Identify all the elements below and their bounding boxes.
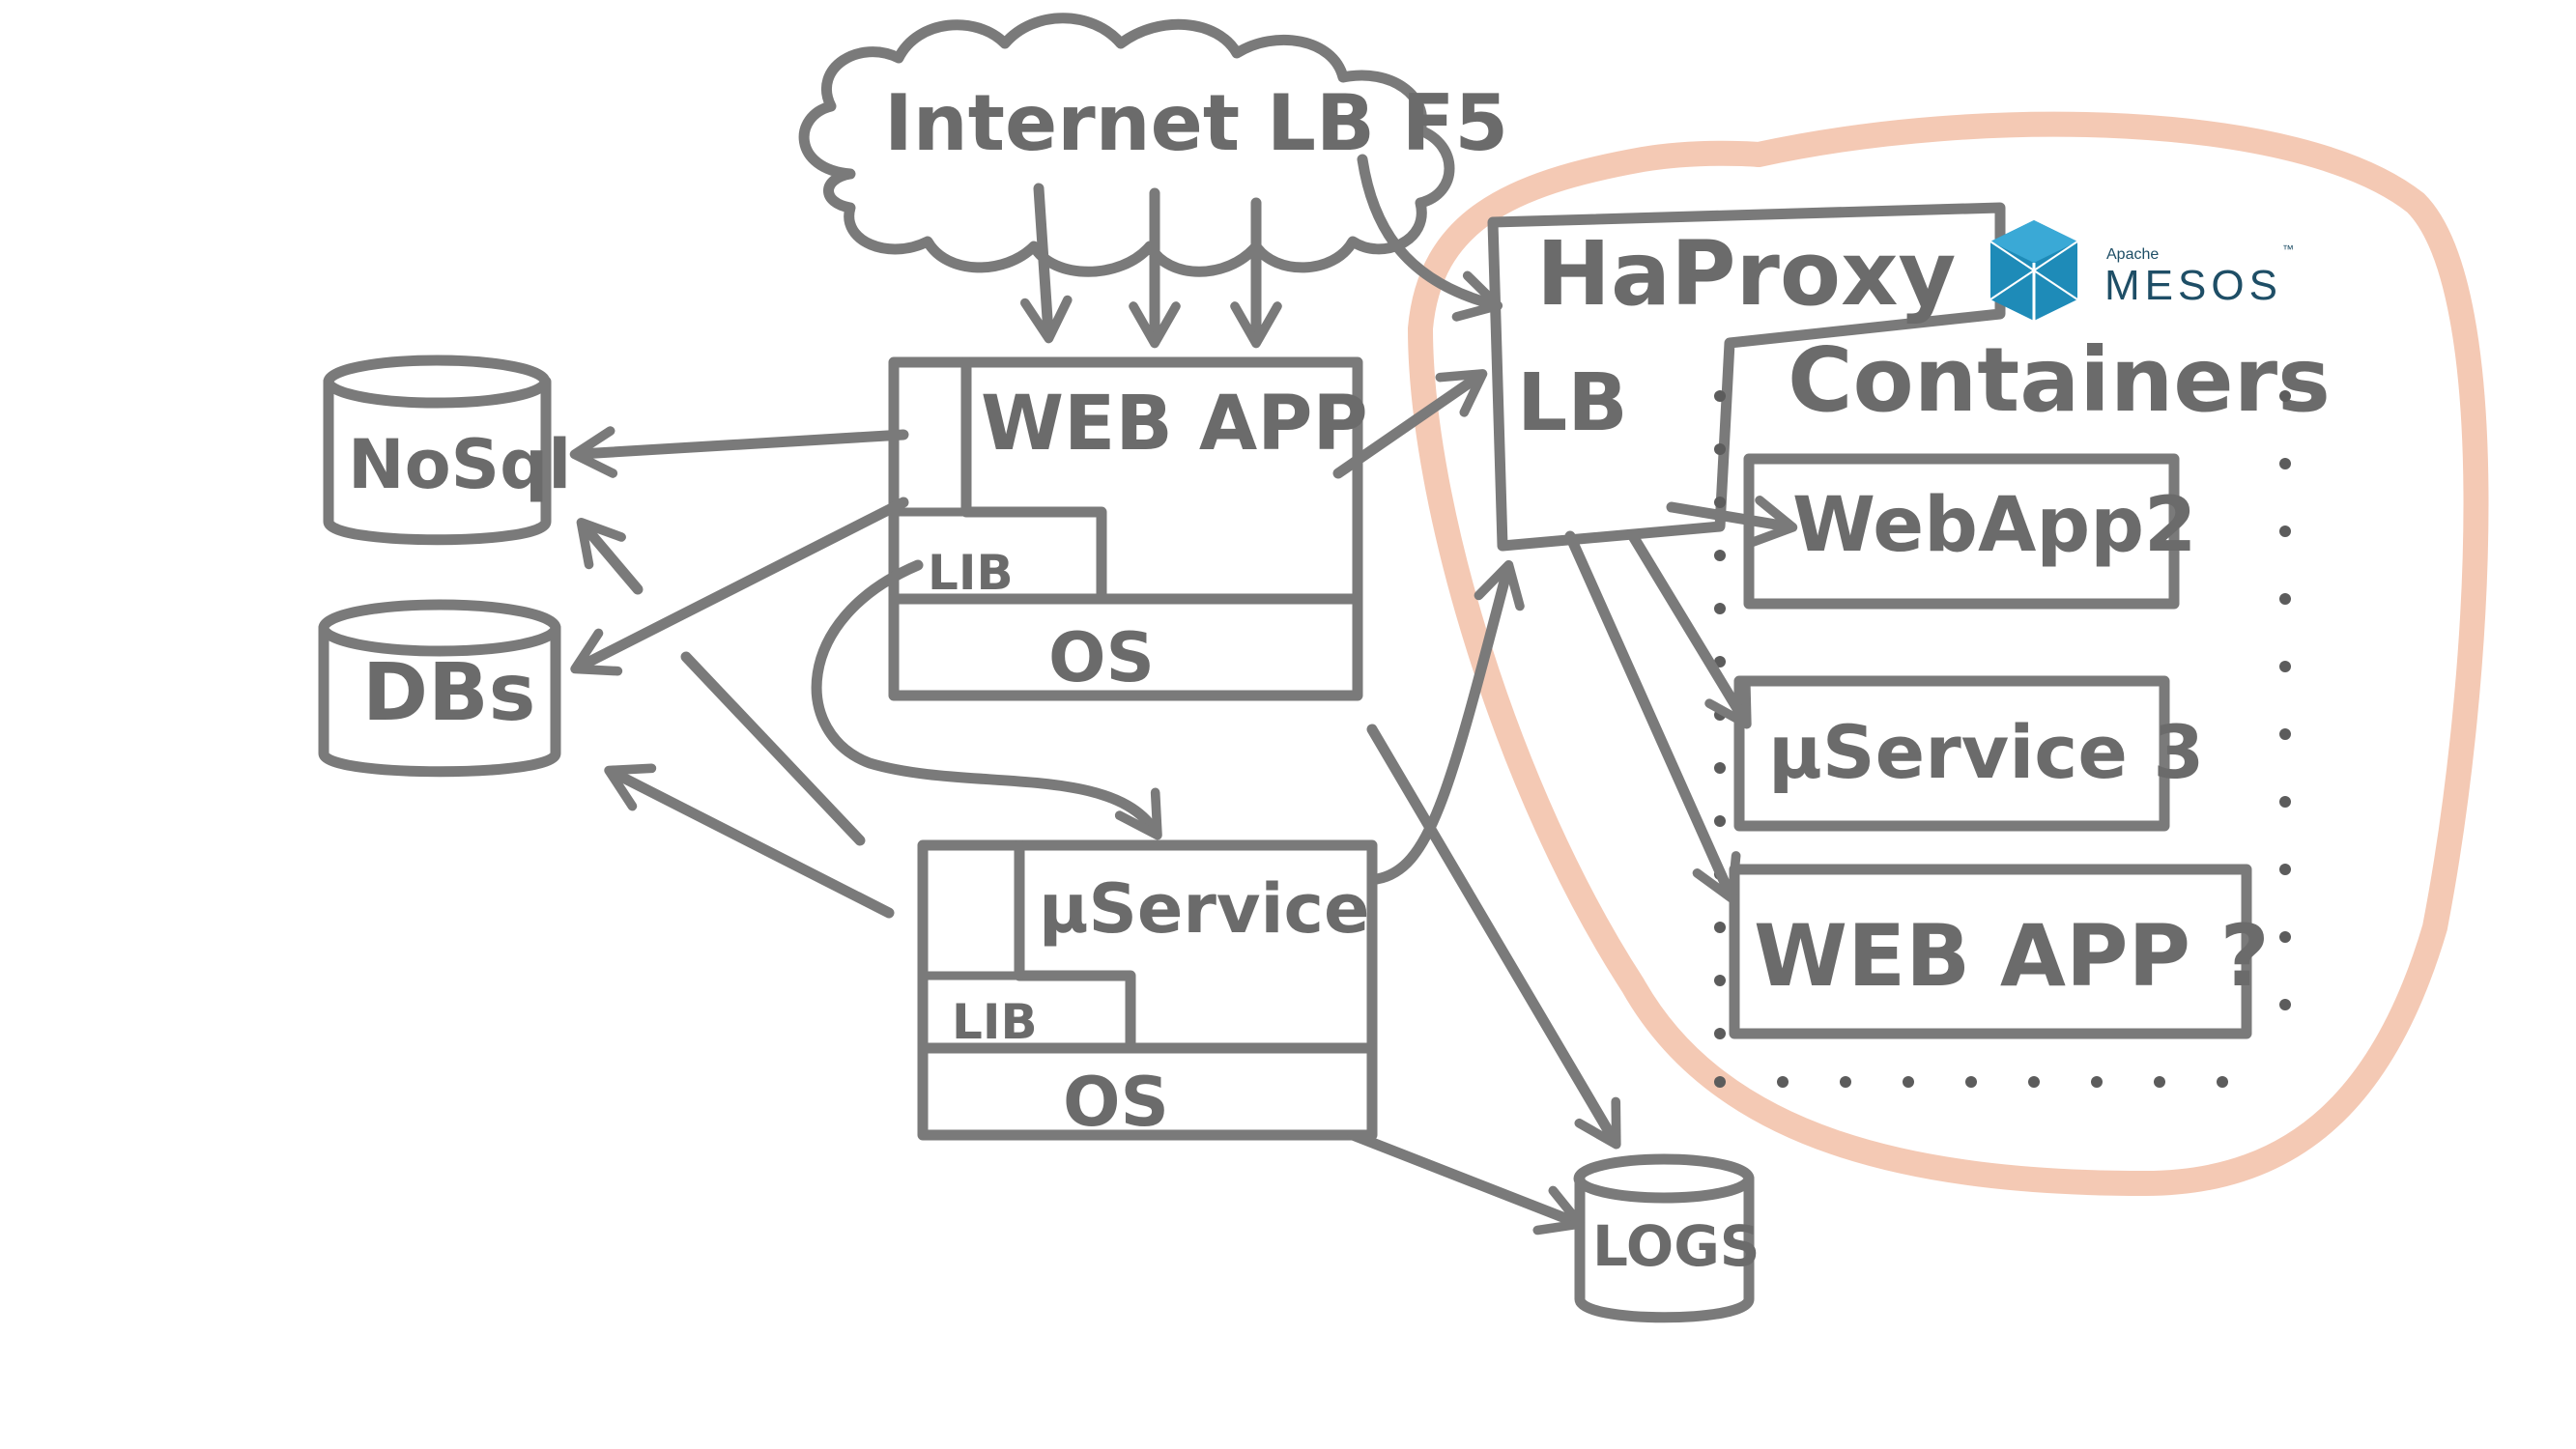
webapp-box: WEB APP LIB OS (888, 356, 1368, 701)
mesos-highlight-loop (1407, 111, 2489, 1197)
microservice-title: µService (1039, 869, 1370, 949)
dbs-store: DBs (318, 599, 561, 778)
container-item-webapp2: WebApp2 (1792, 482, 2196, 569)
boundary-dot (2279, 593, 2291, 605)
connection-arrows (569, 369, 1621, 1236)
boundary-dot (2279, 999, 2291, 1010)
webapp-lib: LIB (928, 545, 1014, 601)
container-microservice3: µService 3 (1733, 675, 2204, 832)
container-item-microservice3: µService 3 (1768, 709, 2204, 795)
boundary-dot (2279, 526, 2291, 537)
boundary-dot (2028, 1076, 2040, 1088)
nosql-label: NoSql (348, 425, 571, 504)
boundary-dot (1714, 656, 1726, 668)
boundary-dot (2091, 1076, 2103, 1088)
cloud-label: Internet LB F5 (884, 78, 1508, 168)
boundary-dot (2279, 931, 2291, 943)
mesos-apache: Apache (2106, 246, 2159, 263)
mesos-hexagon-icon (1989, 220, 2078, 321)
boundary-dot (1714, 390, 1726, 402)
microservice-box: µService LIB OS (917, 839, 1378, 1142)
boundary-dot (1840, 1076, 1851, 1088)
dbs-label: DBs (362, 647, 535, 739)
haproxy-lb: LB (1517, 357, 1628, 449)
microservice-lib: LIB (952, 994, 1038, 1050)
boundary-dot (1965, 1076, 1977, 1088)
boundary-dot (1714, 762, 1726, 774)
webapp-os: OS (1048, 618, 1155, 697)
container-item-webapp-unknown: WEB APP ? (1754, 906, 2270, 1006)
boundary-dot (1777, 1076, 1789, 1088)
container-webapp2: WebApp2 (1743, 453, 2196, 610)
boundary-dot (2279, 796, 2291, 808)
boundary-dot (1714, 1076, 1726, 1088)
boundary-dot (1714, 443, 1726, 455)
boundary-dot (1714, 922, 1726, 933)
boundary-dot (1714, 815, 1726, 827)
microservice-os: OS (1063, 1063, 1169, 1142)
containers-title: Containers (1788, 328, 2331, 432)
boundary-dot (2154, 1076, 2165, 1088)
boundary-dot (1714, 550, 1726, 561)
boundary-dot (2217, 1076, 2228, 1088)
boundary-dot (2279, 390, 2291, 402)
container-webapp-unknown: WEB APP ? (1729, 864, 2270, 1039)
internet-lb-cloud: Internet LB F5 (798, 13, 1508, 277)
nosql-store: NoSql (323, 355, 571, 546)
boundary-dot (1714, 1028, 1726, 1039)
logs-store: LOGS (1573, 1153, 1760, 1323)
boundary-dot (2279, 728, 2291, 740)
boundary-dot (1903, 1076, 1914, 1088)
boundary-dot (1714, 603, 1726, 614)
boundary-dot (2279, 458, 2291, 469)
boundary-dot (1714, 975, 1726, 986)
logs-label: LOGS (1592, 1213, 1760, 1279)
webapp-title: WEB APP (981, 381, 1368, 468)
boundary-dot (1714, 709, 1726, 721)
boundary-dot (2279, 661, 2291, 672)
haproxy-box: HaProxy LB (1487, 202, 2006, 552)
mesos-logo: Apache MESOS ™ (1989, 220, 2294, 321)
haproxy-title: HaProxy (1536, 222, 1956, 326)
boundary-dot (2279, 864, 2291, 875)
mesos-trademark: ™ (2282, 242, 2294, 256)
haproxy-container-arrows (1564, 496, 1798, 903)
cloud-arrows (1020, 154, 1503, 349)
boundary-dot (1714, 497, 1726, 508)
mesos-name: MESOS (2104, 262, 2282, 309)
